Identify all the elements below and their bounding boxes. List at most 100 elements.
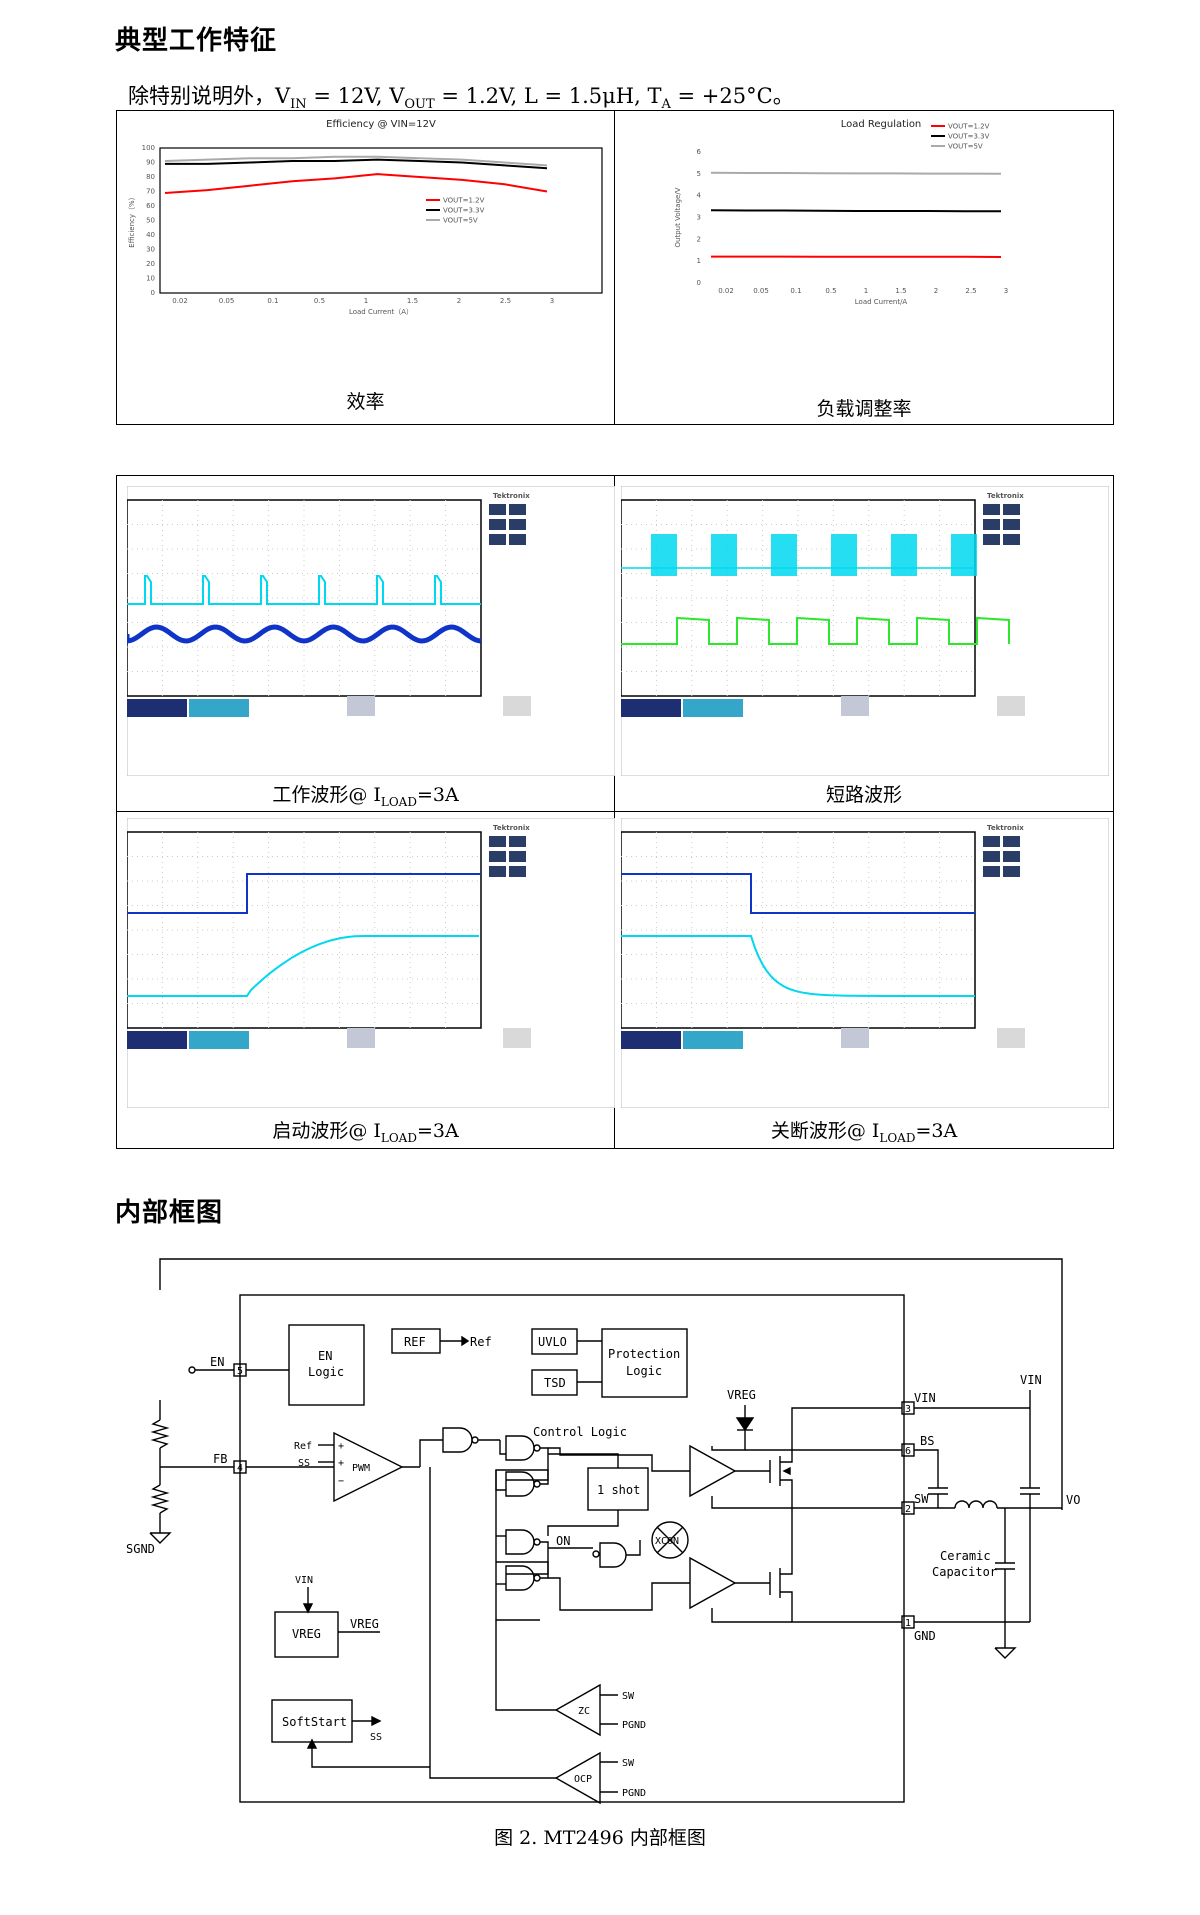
x-tick-label: 1 xyxy=(364,297,368,305)
scope1-ch1-readout xyxy=(127,699,187,717)
x-tick-label: 1.5 xyxy=(895,287,906,295)
x-tick-label: 0.5 xyxy=(314,297,325,305)
ss-out-label: SS xyxy=(370,1732,382,1743)
y-tick-label: 10 xyxy=(146,275,155,283)
operating-waveform-caption: 工作波形@ ILOAD=3A xyxy=(272,784,459,809)
control-logic-label: Control Logic xyxy=(533,1425,627,1439)
legend-label-0: VOUT=1.2V xyxy=(948,123,990,131)
y-tick-label: 2 xyxy=(697,235,701,243)
vreg-top-label: VREG xyxy=(727,1388,756,1402)
vreg-out-label: VREG xyxy=(350,1617,379,1631)
shutdown-waveform-cell: Tektronix 关断波形@ ILOAD=3A xyxy=(615,812,1113,1148)
scope4-en-trace xyxy=(621,873,975,914)
x-tick-label: 2.5 xyxy=(965,287,976,295)
scope3-status xyxy=(503,1028,531,1048)
load-regulation-caption: 负载调整率 xyxy=(816,398,912,420)
nand-gate-top xyxy=(442,1427,473,1453)
y-tick-label: 80 xyxy=(146,173,155,181)
vreg-block-label: VREG xyxy=(292,1627,321,1641)
short-circuit-scope: Tektronix xyxy=(621,486,1109,776)
scope3-side-button xyxy=(489,851,506,862)
y-tick-label: 40 xyxy=(146,231,155,239)
scope3-vout-trace xyxy=(127,935,479,997)
scope3-ch2-readout xyxy=(189,1031,249,1049)
scope4-side-button xyxy=(1003,851,1020,862)
ceramic-label-2: Capacitor xyxy=(932,1565,997,1579)
pwm-minus: − xyxy=(338,1476,344,1487)
ocp-label: OCP xyxy=(574,1774,592,1785)
scope1-brand: Tektronix xyxy=(493,492,530,500)
x-tick-label: 1 xyxy=(864,287,868,295)
sr-gate-1 xyxy=(505,1435,535,1461)
pin-2-label: 2 xyxy=(905,1504,911,1515)
y-tick-label: 50 xyxy=(146,217,155,225)
startup-waveform-caption: 启动波形@ ILOAD=3A xyxy=(272,1120,459,1145)
x-tick-label: 2 xyxy=(934,287,938,295)
pin-5-label: 5 xyxy=(237,1366,243,1377)
x-tick-label: 1.5 xyxy=(407,297,418,305)
y-axis-label: Efficiency（%） xyxy=(128,193,136,247)
x-tick-label: 0.02 xyxy=(172,297,188,305)
ocp-sw-label: SW xyxy=(622,1758,635,1769)
shutdown-scope: Tektronix xyxy=(621,818,1109,1108)
figure-caption: 图 2. MT2496 内部框图 xyxy=(494,1827,706,1849)
pwm-plus-1: + xyxy=(338,1441,344,1452)
y-tick-label: 70 xyxy=(146,188,155,196)
scope2-side-button xyxy=(1003,504,1020,515)
scope2-burst xyxy=(951,534,977,576)
legend-label-1: VOUT=3.3V xyxy=(948,133,990,141)
x-tick-label: 0.1 xyxy=(790,287,801,295)
vin-small-label: VIN xyxy=(295,1575,313,1586)
series-line-0 xyxy=(164,173,548,194)
vreg-block xyxy=(274,1611,339,1658)
scope4-ch2-readout xyxy=(683,1031,743,1049)
y-tick-label: 60 xyxy=(146,202,155,210)
pin-3-label: 3 xyxy=(905,1404,911,1415)
x-tick-label: 2.5 xyxy=(500,297,511,305)
sr-gate-3 xyxy=(505,1529,535,1555)
scope4-control-button xyxy=(841,1028,869,1048)
section-title-characteristics: 典型工作特征 xyxy=(115,26,278,56)
ref-label: REF xyxy=(404,1335,426,1349)
pwm-label: PWM xyxy=(352,1463,370,1474)
scope2-side-button xyxy=(983,534,1000,545)
fb-label: FB xyxy=(213,1452,227,1466)
scope2-burst xyxy=(711,534,737,576)
pwm-plus-2: + xyxy=(338,1458,344,1469)
short-waveform-caption: 短路波形 xyxy=(825,784,902,806)
legend-label-2: VOUT=5V xyxy=(948,143,983,151)
xcon-block xyxy=(651,1521,689,1559)
startup-scope: Tektronix xyxy=(127,818,615,1108)
scope2-burst xyxy=(651,534,677,576)
vin-pin-label: VIN xyxy=(914,1391,936,1405)
y-tick-label: 20 xyxy=(146,260,155,268)
en-logic-label-2: Logic xyxy=(308,1365,344,1379)
sw-pin-label: SW xyxy=(914,1492,929,1506)
ceramic-label-1: Ceramic xyxy=(940,1549,991,1563)
ocp-comparator xyxy=(554,1751,601,1805)
x-tick-label: 0.02 xyxy=(718,287,734,295)
en-input-terminal xyxy=(188,1366,196,1374)
scope3-control-button xyxy=(347,1028,375,1048)
scope1-status xyxy=(503,696,531,716)
zc-comparator xyxy=(554,1683,601,1737)
scope4-side-button xyxy=(983,851,1000,862)
scope2-ch2-readout xyxy=(683,699,743,717)
scope3-ch1-readout xyxy=(127,1031,187,1049)
scope2-current-trace xyxy=(621,616,1010,645)
scope4-side-button xyxy=(1003,836,1020,847)
legend-label-2: VOUT=5V xyxy=(443,217,478,225)
y-tick-label: 3 xyxy=(697,214,701,222)
pin-6-label: 6 xyxy=(905,1446,911,1457)
scope3-side-button xyxy=(509,836,526,847)
protection-label-1: Protection xyxy=(608,1347,680,1361)
uvlo-label: UVLO xyxy=(538,1335,567,1349)
series-line-1 xyxy=(710,209,1001,213)
scope3-side-button xyxy=(509,851,526,862)
scope4-status xyxy=(997,1028,1025,1048)
scope1-ripple-trace xyxy=(127,624,482,644)
operating-waveform-scope: Tektronix xyxy=(127,486,615,776)
